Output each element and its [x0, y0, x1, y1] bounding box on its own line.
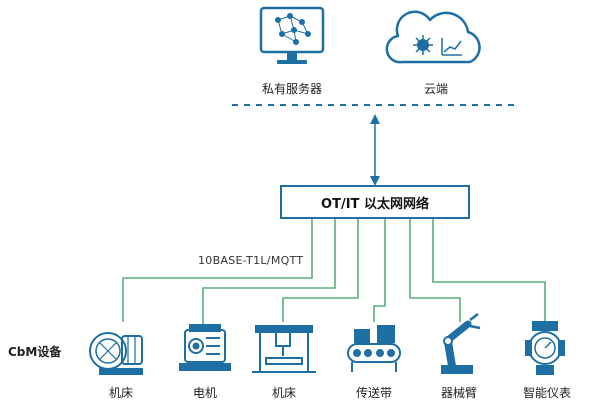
gantry-machine-icon [252, 325, 316, 373]
cloud-icon [385, 10, 481, 64]
link-conveyor [373, 219, 386, 322]
device-connections [122, 219, 546, 324]
device-label-lathe-2: 机床 [271, 386, 297, 400]
ethernet-network-box: OT/IT 以太网网络 [280, 185, 470, 219]
lathe-icon [89, 332, 143, 375]
link-lathe-1 [122, 219, 313, 322]
device-label-conveyor: 传送带 [355, 386, 393, 400]
cbm-device-group-label: CbM设备 [8, 345, 62, 359]
device-label-lathe-1: 机床 [108, 386, 134, 400]
ethernet-network-label: OT/IT 以太网网络 [321, 196, 429, 212]
smart-meter-icon [525, 321, 565, 375]
robot-arm-icon [441, 313, 481, 374]
uplink-double-arrow [370, 114, 380, 186]
motor-icon [179, 324, 231, 371]
link-smart-meter [432, 219, 546, 322]
protocol-label: 10BASE-T1L/MQTT [198, 254, 304, 267]
conveyor-icon [347, 325, 401, 372]
cloud-label: 云端 [423, 82, 449, 96]
link-lathe-2 [282, 219, 359, 322]
device-label-motor: 电机 [192, 386, 218, 400]
link-motor [202, 219, 336, 324]
device-label-robot-arm: 器械臂 [440, 386, 478, 400]
device-label-smart-meter: 智能仪表 [522, 386, 572, 400]
server-label: 私有服务器 [261, 82, 323, 96]
server-icon [259, 6, 325, 64]
link-robot-arm [409, 219, 461, 322]
